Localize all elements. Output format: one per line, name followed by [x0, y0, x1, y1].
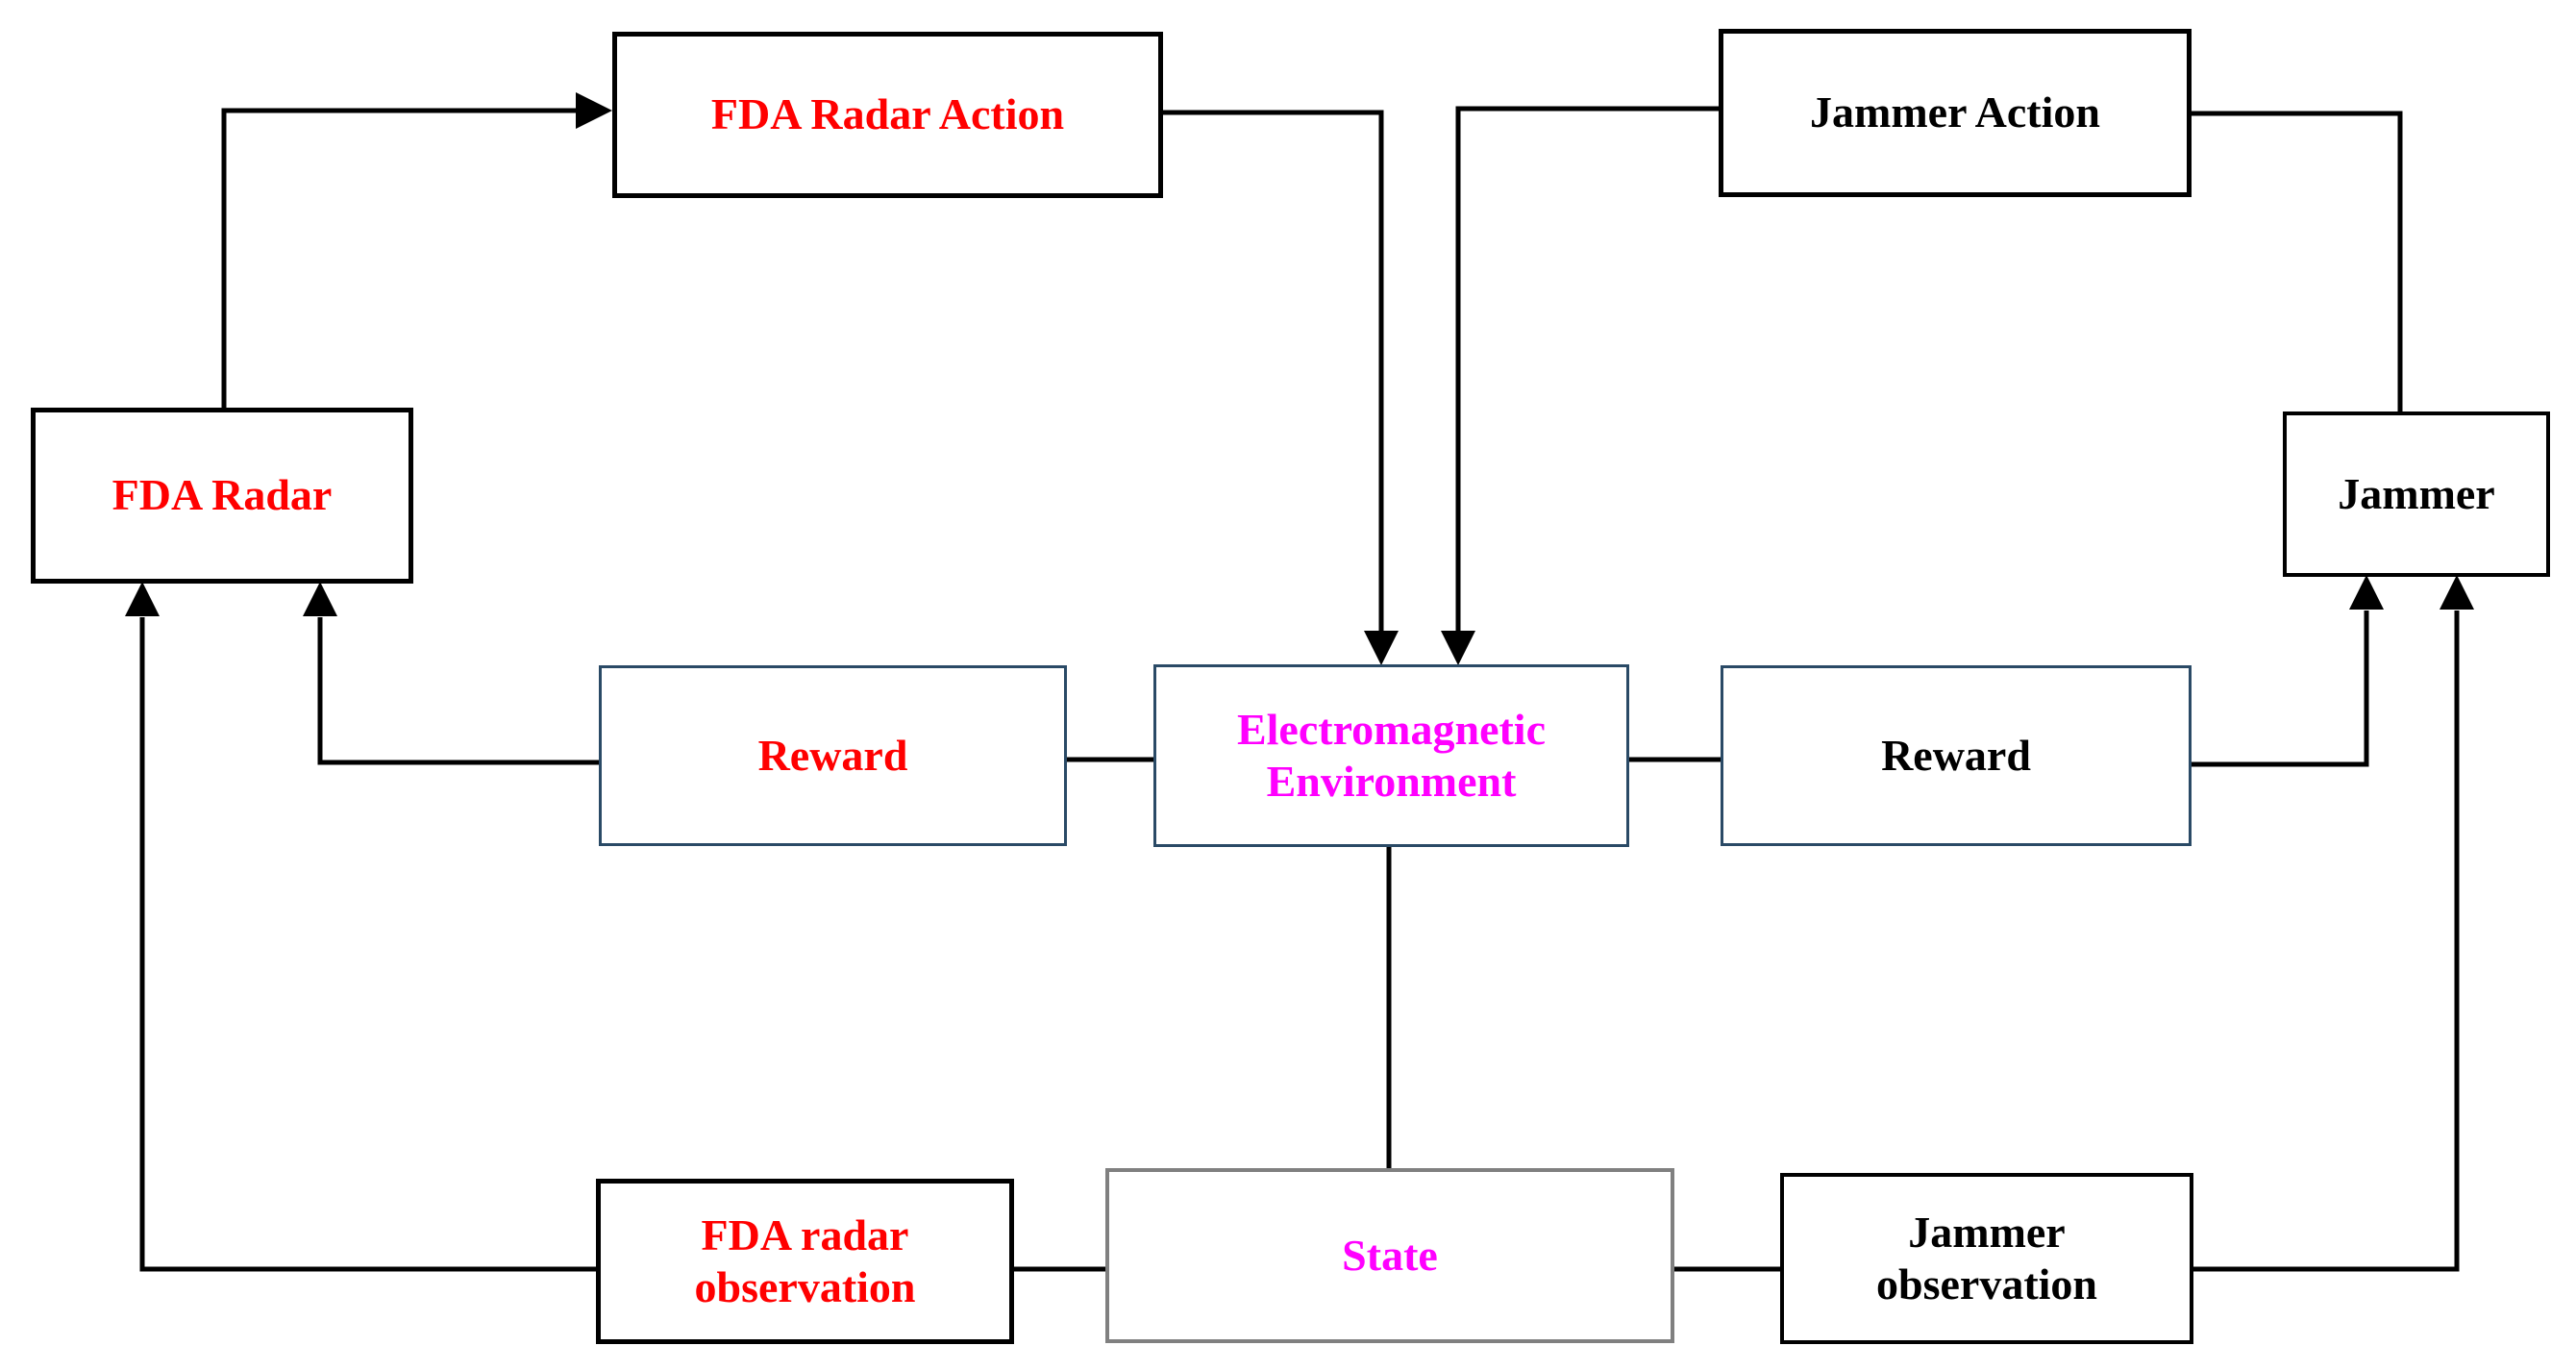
- node-electromagnetic-environment-label: Electromagnetic Environment: [1236, 704, 1547, 806]
- arrowhead-into-fda-radar-action-icon: [576, 92, 612, 129]
- node-jammer-action: Jammer Action: [1719, 29, 2192, 197]
- connector-fda-radar-to-fda-radar-action: [221, 108, 578, 408]
- connector-reward-left-to-fda-radar: [317, 617, 599, 765]
- connector-fda-radar-action-to-environment: [1163, 110, 1384, 635]
- node-fda-radar-label: FDA Radar: [111, 470, 333, 520]
- node-fda-radar-observation: FDA radar observation: [596, 1179, 1014, 1344]
- node-fda-radar-action-label: FDA Radar Action: [710, 89, 1065, 139]
- connector-jammer-action-to-environment: [1455, 106, 1719, 635]
- node-electromagnetic-environment: Electromagnetic Environment: [1153, 664, 1629, 847]
- node-jammer: Jammer: [2283, 411, 2550, 577]
- arrowhead-into-environment-right-icon: [1441, 631, 1475, 665]
- node-state-label: State: [1342, 1230, 1438, 1280]
- node-fda-radar: FDA Radar: [31, 408, 413, 584]
- node-jammer-observation-label: Jammer observation: [1876, 1207, 2097, 1309]
- node-fda-radar-observation-label: FDA radar observation: [694, 1209, 916, 1311]
- connector-jammer-to-jammer-action: [2192, 111, 2403, 411]
- arrowhead-into-jammer-right-icon: [2440, 575, 2474, 610]
- connector-jammer-observation-to-jammer: [2193, 611, 2460, 1272]
- node-jammer-label: Jammer: [2338, 468, 2495, 518]
- node-fda-radar-action: FDA Radar Action: [612, 32, 1163, 198]
- node-jammer-action-label: Jammer Action: [1810, 87, 2100, 137]
- node-reward-fda-radar: Reward: [599, 665, 1067, 846]
- arrowhead-into-fda-radar-left-icon: [125, 582, 160, 616]
- arrowhead-into-jammer-left-icon: [2349, 575, 2384, 610]
- node-reward-fda-radar-label: Reward: [757, 730, 908, 780]
- connector-reward-right-to-jammer: [2192, 611, 2369, 767]
- node-reward-jammer: Reward: [1721, 665, 2192, 846]
- node-reward-jammer-label: Reward: [1881, 730, 2031, 780]
- arrowhead-into-fda-radar-right-icon: [303, 582, 337, 616]
- arrowhead-into-environment-left-icon: [1364, 631, 1399, 665]
- node-jammer-observation: Jammer observation: [1780, 1173, 2193, 1344]
- node-state: State: [1105, 1168, 1674, 1343]
- connector-fda-radar-observation-to-fda-radar: [139, 617, 596, 1272]
